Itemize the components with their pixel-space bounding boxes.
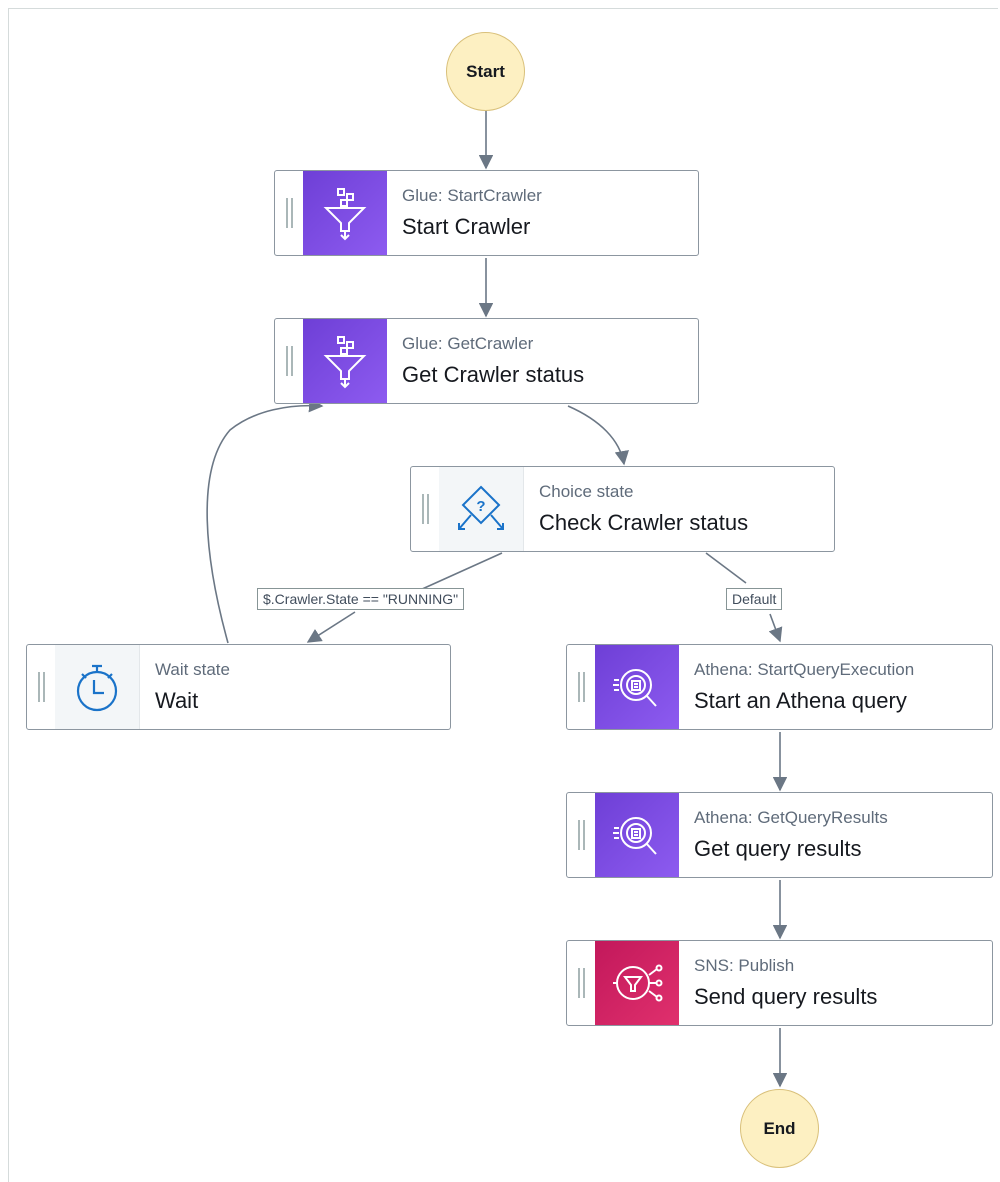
svg-text:?: ? — [476, 498, 485, 515]
state-wait[interactable]: Wait state Wait — [26, 644, 451, 730]
state-get-query-results[interactable]: Athena: GetQueryResults Get query result… — [566, 792, 993, 878]
service-name: Glue: StartCrawler — [402, 186, 542, 205]
drag-handle[interactable] — [411, 467, 439, 551]
state-label: Start Crawler — [402, 214, 531, 239]
start-node[interactable]: Start — [446, 32, 525, 111]
drag-handle[interactable] — [567, 941, 595, 1025]
glue-crawler-icon — [303, 319, 387, 403]
state-label: Wait — [155, 688, 199, 713]
service-name: Athena: StartQueryExecution — [694, 660, 915, 679]
drag-handle[interactable] — [567, 793, 595, 877]
state-label: Get Crawler status — [402, 362, 585, 387]
athena-query-icon — [595, 645, 679, 729]
edge-label-default[interactable]: Default — [726, 588, 783, 610]
drag-handle[interactable] — [27, 645, 55, 729]
sns-publish-icon — [595, 941, 679, 1025]
end-label: End — [763, 1118, 796, 1138]
drag-handle[interactable] — [567, 645, 595, 729]
state-label: Check Crawler status — [539, 510, 749, 535]
edge-wait-to-get-crawler — [206, 398, 324, 644]
state-check-crawler-status[interactable]: ? Choice state Check Crawler status — [410, 466, 835, 552]
state-get-crawler[interactable]: Glue: GetCrawler Get Crawler status — [274, 318, 699, 404]
service-name: Choice state — [539, 482, 634, 501]
drag-handle[interactable] — [275, 171, 303, 255]
state-start-athena-query[interactable]: Athena: StartQueryExecution Start an Ath… — [566, 644, 993, 730]
choice-diamond-icon: ? — [439, 467, 524, 551]
athena-query-icon — [595, 793, 679, 877]
service-name: Athena: GetQueryResults — [694, 808, 888, 827]
edge-default-to-start-query — [768, 613, 783, 643]
edge-choice-to-wait — [308, 552, 503, 642]
glue-crawler-icon — [303, 171, 387, 255]
workflow-canvas — [8, 8, 998, 1182]
state-start-crawler[interactable]: Glue: StartCrawler Start Crawler — [274, 170, 699, 256]
edge-choice-to-default — [705, 552, 747, 584]
stopwatch-icon — [55, 645, 140, 729]
edge-get-crawler-to-choice — [567, 405, 629, 466]
state-label: Get query results — [694, 836, 862, 861]
service-name: Glue: GetCrawler — [402, 334, 534, 353]
drag-handle[interactable] — [275, 319, 303, 403]
state-send-query-results[interactable]: SNS: Publish Send query results — [566, 940, 993, 1026]
state-label: Start an Athena query — [694, 688, 907, 713]
edge-label-running[interactable]: $.Crawler.State == "RUNNING" — [257, 588, 465, 610]
end-node[interactable]: End — [740, 1089, 819, 1168]
start-label: Start — [466, 61, 505, 81]
state-label: Send query results — [694, 984, 878, 1009]
service-name: Wait state — [155, 660, 230, 679]
service-name: SNS: Publish — [694, 956, 795, 975]
